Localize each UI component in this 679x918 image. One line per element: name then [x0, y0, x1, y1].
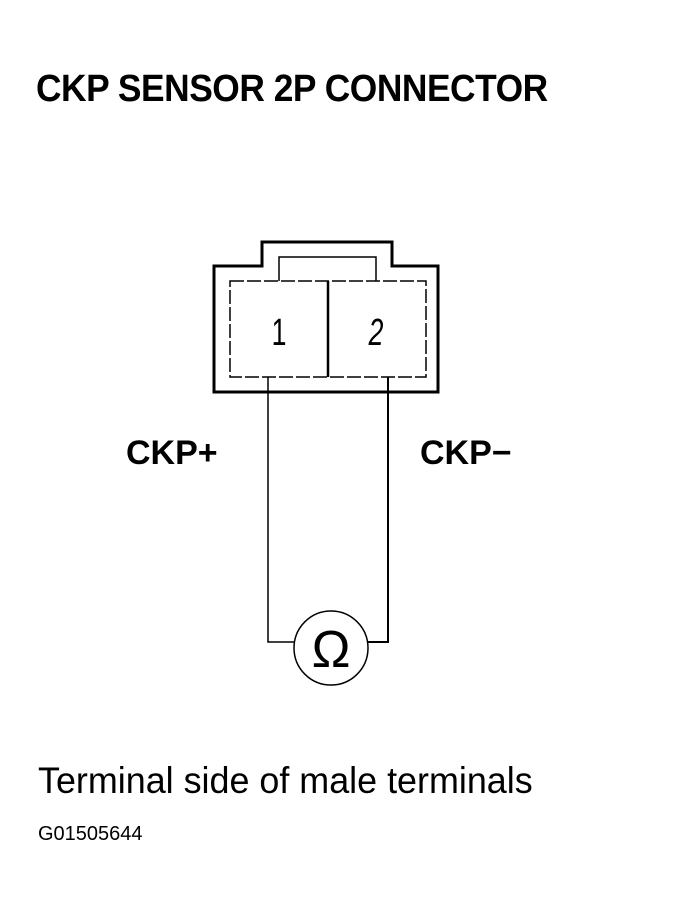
diagram-title: CKP SENSOR 2P CONNECTOR	[36, 68, 548, 110]
wire-terminal-1	[267, 377, 294, 643]
figure-code: G01505644	[38, 823, 143, 845]
wire-terminal-2	[368, 377, 389, 643]
ohm-symbol: Ω	[312, 621, 351, 679]
terminal-label-ckp-plus: CKP+	[126, 434, 218, 472]
terminal-number-1: 1	[272, 310, 287, 353]
ohm-meter-icon	[293, 610, 369, 686]
connector-housing	[212, 240, 440, 394]
terminal-label-ckp-minus: CKP−	[420, 434, 512, 472]
diagram-caption: Terminal side of male terminals	[38, 760, 533, 801]
connector-lock-tab	[278, 256, 377, 281]
terminal-number-2: 2	[368, 310, 384, 353]
